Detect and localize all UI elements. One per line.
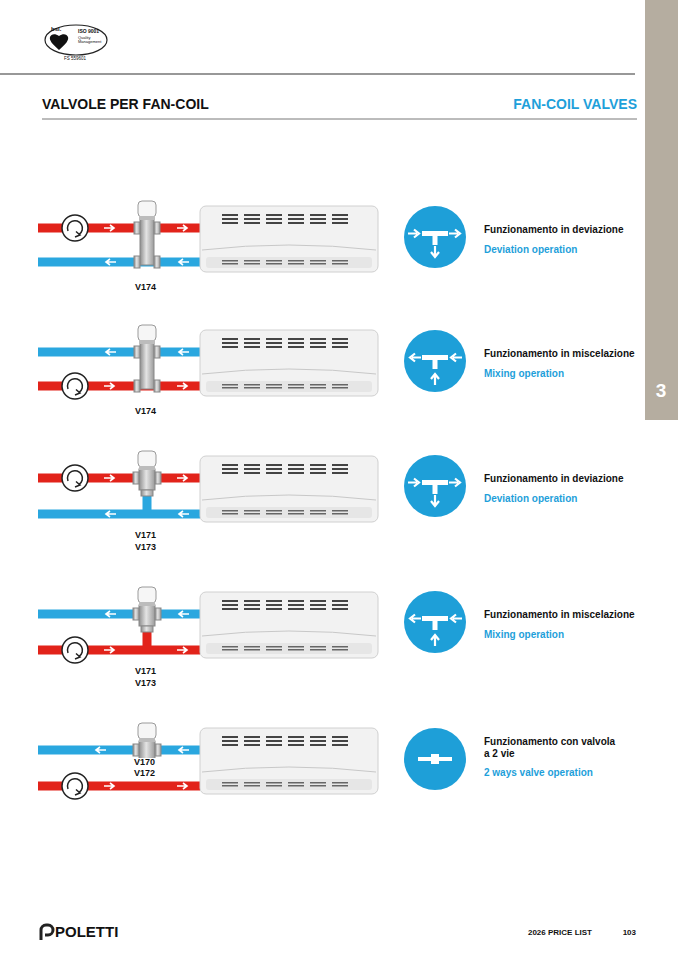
valve-code: V170 bbox=[133, 758, 156, 768]
icon-circle bbox=[404, 206, 466, 268]
valve-code: V174 bbox=[135, 407, 156, 417]
page-title: VALVOLE PER FAN-COIL bbox=[42, 97, 209, 112]
operation-icon: Funzionamento in deviazioneDeviation ope… bbox=[404, 455, 466, 517]
valve-code: V174 bbox=[135, 283, 156, 293]
logo-text: ISO 9001 bbox=[78, 29, 99, 35]
operation-title-en: Deviation operation bbox=[484, 244, 659, 256]
operation-title: Funzionamento in deviazione bbox=[484, 224, 659, 236]
operation-title: Funzionamento in miscelazione bbox=[484, 609, 659, 621]
icon-circle bbox=[404, 591, 466, 653]
operation-title: Funzionamento in miscelazione bbox=[484, 348, 659, 360]
icon-circle bbox=[404, 455, 466, 517]
section-number: 3 bbox=[656, 381, 667, 402]
valve-code: V173 bbox=[135, 543, 156, 553]
operation-title-en: Mixing operation bbox=[484, 368, 659, 380]
valve-code: V171 bbox=[135, 531, 156, 541]
logo-text: bsi. bbox=[51, 26, 61, 33]
icon-circle bbox=[404, 728, 466, 790]
operation-title-en: Deviation operation bbox=[484, 493, 659, 505]
brand-name: POLETTI bbox=[55, 924, 118, 941]
operation-title-en: Mixing operation bbox=[484, 629, 659, 641]
logo-text: FS 559601 bbox=[64, 57, 86, 62]
operation-icon: Funzionamento in miscelazioneMixing oper… bbox=[404, 591, 466, 653]
icon-circle bbox=[404, 330, 466, 392]
page-number: 103 bbox=[623, 929, 636, 938]
valve-code: V171 bbox=[135, 667, 156, 677]
valve-code: V173 bbox=[135, 679, 156, 689]
operation-icon: Funzionamento con valvola a 2 vie2 ways … bbox=[404, 728, 466, 790]
operation-title: Funzionamento con valvola a 2 vie bbox=[484, 736, 620, 759]
valve-code: V172 bbox=[133, 769, 156, 779]
page-subtitle: FAN-COIL VALVES bbox=[513, 97, 637, 112]
operation-title: Funzionamento in deviazione bbox=[484, 473, 659, 485]
operation-icon: Funzionamento in deviazioneDeviation ope… bbox=[404, 206, 466, 268]
operation-title-en: 2 ways valve operation bbox=[484, 767, 620, 779]
logo-text: Quality Management bbox=[78, 36, 104, 45]
footer-text: 2026 PRICE LIST bbox=[528, 929, 592, 938]
operation-icon: Funzionamento in miscelazioneMixing oper… bbox=[404, 330, 466, 392]
